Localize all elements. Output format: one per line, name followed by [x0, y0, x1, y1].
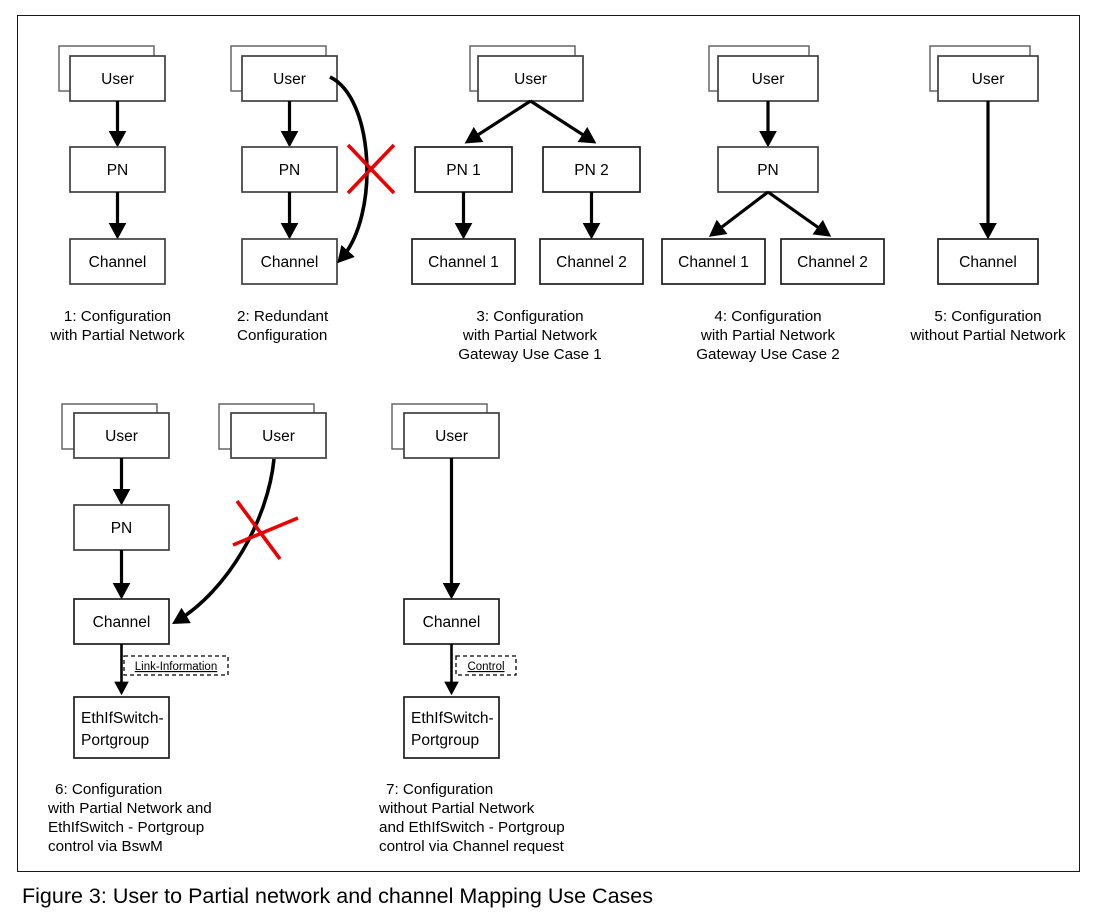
uc2-pn-label: PN	[279, 162, 301, 179]
uc3-channel1-node: Channel 1	[411, 238, 516, 285]
uc3-arrow-user-to-pn1	[464, 99, 532, 144]
uc3-pn1-node: PN 1	[414, 146, 513, 193]
uc6-caption-line-4: control via BswM	[48, 838, 163, 855]
uc3-pn2-label: PN 2	[574, 162, 608, 179]
uc6-user-secondary-node: User	[218, 403, 327, 459]
uc2-channel-node: Channel	[241, 238, 338, 285]
uc6-ethifswitch-portgroup-node: EthIfSwitch- Portgroup	[73, 696, 170, 759]
uc6-ethifswitch-label-line-2: Portgroup	[81, 732, 149, 749]
use-case-7: User Channel Control EthIfSwitch- Portgr…	[378, 403, 565, 855]
uc4-caption-line-1: 4: Configuration	[714, 308, 821, 325]
uc4-pn-node: PN	[717, 146, 819, 193]
uc1-user-node: User	[58, 45, 166, 102]
use-case-2: User PN Channel 2: Redundant Configurati…	[230, 45, 396, 344]
uc4-caption-line-2: with Partial Network	[700, 327, 836, 344]
uc4-arrow-pn-to-channel2	[767, 190, 832, 237]
uc3-channel2-node: Channel 2	[539, 238, 644, 285]
uc3-user-label: User	[514, 71, 547, 88]
uc2-pn-node: PN	[241, 146, 338, 193]
uc2-red-cross-icon	[346, 143, 396, 195]
uc2-redundant-curved-arrow	[329, 75, 369, 264]
uc1-caption-line-1: 1: Configuration	[64, 308, 171, 325]
uc3-arrow-user-to-pn2	[529, 99, 597, 144]
uc7-user-label: User	[435, 428, 468, 445]
uc1-user-label: User	[101, 71, 134, 88]
uc7-channel-node: Channel	[403, 598, 500, 645]
uc6-caption-line-3: EthIfSwitch - Portgroup	[48, 819, 204, 836]
uc4-user-label: User	[752, 71, 785, 88]
uc1-caption-line-2: with Partial Network	[49, 327, 185, 344]
uc4-user-node: User	[708, 45, 819, 102]
uc6-link-information-text: Link-Information	[135, 661, 217, 673]
use-case-5: User Channel 5: Configuration without Pa…	[909, 45, 1066, 344]
uc1-channel-node: Channel	[69, 238, 166, 285]
uc5-user-node: User	[929, 45, 1039, 102]
uc4-channel1-node: Channel 1	[661, 238, 766, 285]
uc6-user-primary-node: User	[61, 403, 170, 459]
uc4-pn-label: PN	[757, 162, 779, 179]
uc6-blocked-curved-arrow	[172, 458, 276, 624]
uc3-user-node: User	[469, 45, 584, 102]
uc1-pn-node: PN	[69, 146, 166, 193]
uc6-caption-line-1: 6: Configuration	[55, 781, 162, 798]
uc6-pn-label: PN	[111, 520, 133, 537]
uc6-user-secondary-label: User	[262, 428, 295, 445]
uc2-user-node: User	[230, 45, 338, 102]
uc5-user-label: User	[972, 71, 1005, 88]
uc3-channel2-label: Channel 2	[556, 254, 627, 271]
uc3-pn2-node: PN 2	[542, 146, 641, 193]
uc3-caption-line-2: with Partial Network	[462, 327, 598, 344]
uc6-link-information-edge-label: Link-Information	[123, 655, 229, 676]
uc7-ethifswitch-label-line-1: EthIfSwitch-	[411, 710, 494, 727]
uc3-caption-line-1: 3: Configuration	[476, 308, 583, 325]
uc7-ethifswitch-label-line-2: Portgroup	[411, 732, 479, 749]
uc2-user-label: User	[273, 71, 306, 88]
uc3-caption-line-3: Gateway Use Case 1	[458, 346, 602, 363]
uc6-caption-line-2: with Partial Network and	[47, 800, 212, 817]
uc7-ethifswitch-portgroup-node: EthIfSwitch- Portgroup	[403, 696, 500, 759]
uc1-channel-label: Channel	[89, 254, 147, 271]
uc6-channel-node: Channel	[73, 598, 170, 645]
uc4-caption-line-3: Gateway Use Case 2	[696, 346, 840, 363]
uc6-channel-label: Channel	[93, 614, 151, 631]
uc3-pn1-label: PN 1	[446, 162, 480, 179]
uc6-pn-node: PN	[73, 504, 170, 551]
use-case-1: User PN Channel 1: Configuration with Pa…	[49, 45, 185, 344]
uc6-red-cross-icon	[232, 499, 299, 561]
use-case-4: User PN Channel 1 Channel 2 4: Configura…	[661, 45, 885, 363]
uc4-arrow-pn-to-channel1	[708, 190, 769, 237]
uc4-channel2-label: Channel 2	[797, 254, 868, 271]
uc7-caption-line-3: and EthIfSwitch - Portgroup	[379, 819, 565, 836]
uc6-ethifswitch-label-line-1: EthIfSwitch-	[81, 710, 164, 727]
uc2-channel-label: Channel	[261, 254, 319, 271]
uc1-pn-label: PN	[107, 162, 129, 179]
uc4-channel2-node: Channel 2	[780, 238, 885, 285]
uc4-channel1-label: Channel 1	[678, 254, 749, 271]
uc7-control-edge-label: Control	[455, 655, 517, 676]
uc5-caption-line-2: without Partial Network	[909, 327, 1066, 344]
uc7-channel-label: Channel	[423, 614, 481, 631]
uc7-caption-line-1: 7: Configuration	[386, 781, 493, 798]
uc5-caption-line-1: 5: Configuration	[934, 308, 1041, 325]
uc3-channel1-label: Channel 1	[428, 254, 499, 271]
figure-caption: Figure 3: User to Partial network and ch…	[22, 884, 653, 908]
uc7-control-text: Control	[467, 661, 504, 673]
uc7-caption-line-4: control via Channel request	[379, 838, 565, 855]
uc7-user-node: User	[391, 403, 500, 459]
uc5-channel-label: Channel	[959, 254, 1017, 271]
uc7-caption-line-2: without Partial Network	[378, 800, 535, 817]
uc2-caption-line-2: Configuration	[237, 327, 327, 344]
uc5-channel-node: Channel	[937, 238, 1039, 285]
uc2-caption-line-1: 2: Redundant	[237, 308, 329, 325]
use-case-3: User PN 1 PN 2 Channel 1 Channel 2	[411, 45, 644, 363]
uc6-user-primary-label: User	[105, 428, 138, 445]
use-case-6: User User PN Channel	[47, 403, 327, 855]
